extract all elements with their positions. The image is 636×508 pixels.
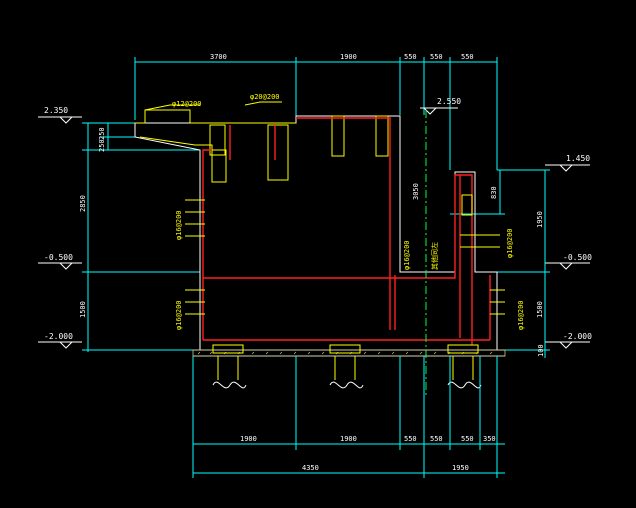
wall-rebar-ticks: φ16@200 φ16@200 φ16@200 其他同左 φ16@200 φ16… <box>175 183 525 330</box>
left-dim-3: 2850 <box>79 195 87 212</box>
right-dim-1500: 1500 <box>536 301 544 318</box>
level-right-high: 1.450 <box>566 154 590 163</box>
bottom-dim-2: 1900 <box>340 435 357 443</box>
pile-1 <box>212 344 247 389</box>
rebar-label-center: φ16@200 <box>403 240 411 270</box>
level-mid-right: -0.500 <box>563 253 592 262</box>
rebar-label-wall-left: φ16@200 <box>175 210 183 240</box>
pile-3 <box>447 344 482 389</box>
top-dimension-chain: 3700 1900 550 550 550 <box>134 53 498 170</box>
rebar-label-right-upper: φ16@200 <box>506 228 514 258</box>
bottom-dim-5: 550 <box>461 435 474 443</box>
rebar-label-top-a: φ12@200 <box>172 100 202 108</box>
rebar-label-top-b: φ20@200 <box>250 93 280 101</box>
left-dim-2: 250 <box>98 139 106 152</box>
top-dim-3: 550 <box>404 53 417 61</box>
left-dim-1: 250 <box>98 127 106 140</box>
top-dim-4: 550 <box>430 53 443 61</box>
level-top-mid: 2.550 <box>437 97 461 106</box>
bottom-dim-1: 1900 <box>240 435 257 443</box>
top-dim-2: 1900 <box>340 53 357 61</box>
level-mid-left: -0.500 <box>44 253 73 262</box>
top-slab-yellow: φ12@200 φ20@200 <box>135 93 389 183</box>
top-dim-5: 550 <box>461 53 474 61</box>
bottom-dimension-chain: 1900 1900 550 550 550 350 4350 1950 <box>192 356 505 478</box>
bottom-dim-6: 350 <box>483 435 496 443</box>
pile-2 <box>329 344 364 389</box>
bottom-dim-4: 550 <box>430 435 443 443</box>
bottom-total-2: 1950 <box>452 464 469 472</box>
level-top-left: 2.350 <box>44 106 68 115</box>
rebar-label-right-lower: φ16@200 <box>517 300 525 330</box>
left-dim-4: 1500 <box>79 301 87 318</box>
level-bottom-left: -2.000 <box>44 332 73 341</box>
right-dim-1950: 1950 <box>536 211 544 228</box>
level-marks-right: 2.550 1.450 -0.500 -2.000 830 1950 1500 … <box>420 97 592 358</box>
top-dim-1: 3700 <box>210 53 227 61</box>
level-marks-left: 2.350 -0.500 -2.000 250 250 2850 1500 <box>38 106 200 352</box>
bottom-dim-3: 550 <box>404 435 417 443</box>
blinding-layer <box>192 349 506 357</box>
bottom-total-1: 4350 <box>302 464 319 472</box>
rebar-label-center-note: 其他同左 <box>430 242 439 270</box>
right-dim-830: 830 <box>490 186 498 199</box>
level-bottom-right: -2.000 <box>563 332 592 341</box>
right-dim-small: 100 <box>537 344 545 357</box>
pile-group <box>212 344 482 389</box>
rebar-label-wall-left-low: φ16@200 <box>175 300 183 330</box>
inner-dim-3050: 3050 <box>412 183 420 200</box>
reinforcement-red <box>202 117 491 345</box>
